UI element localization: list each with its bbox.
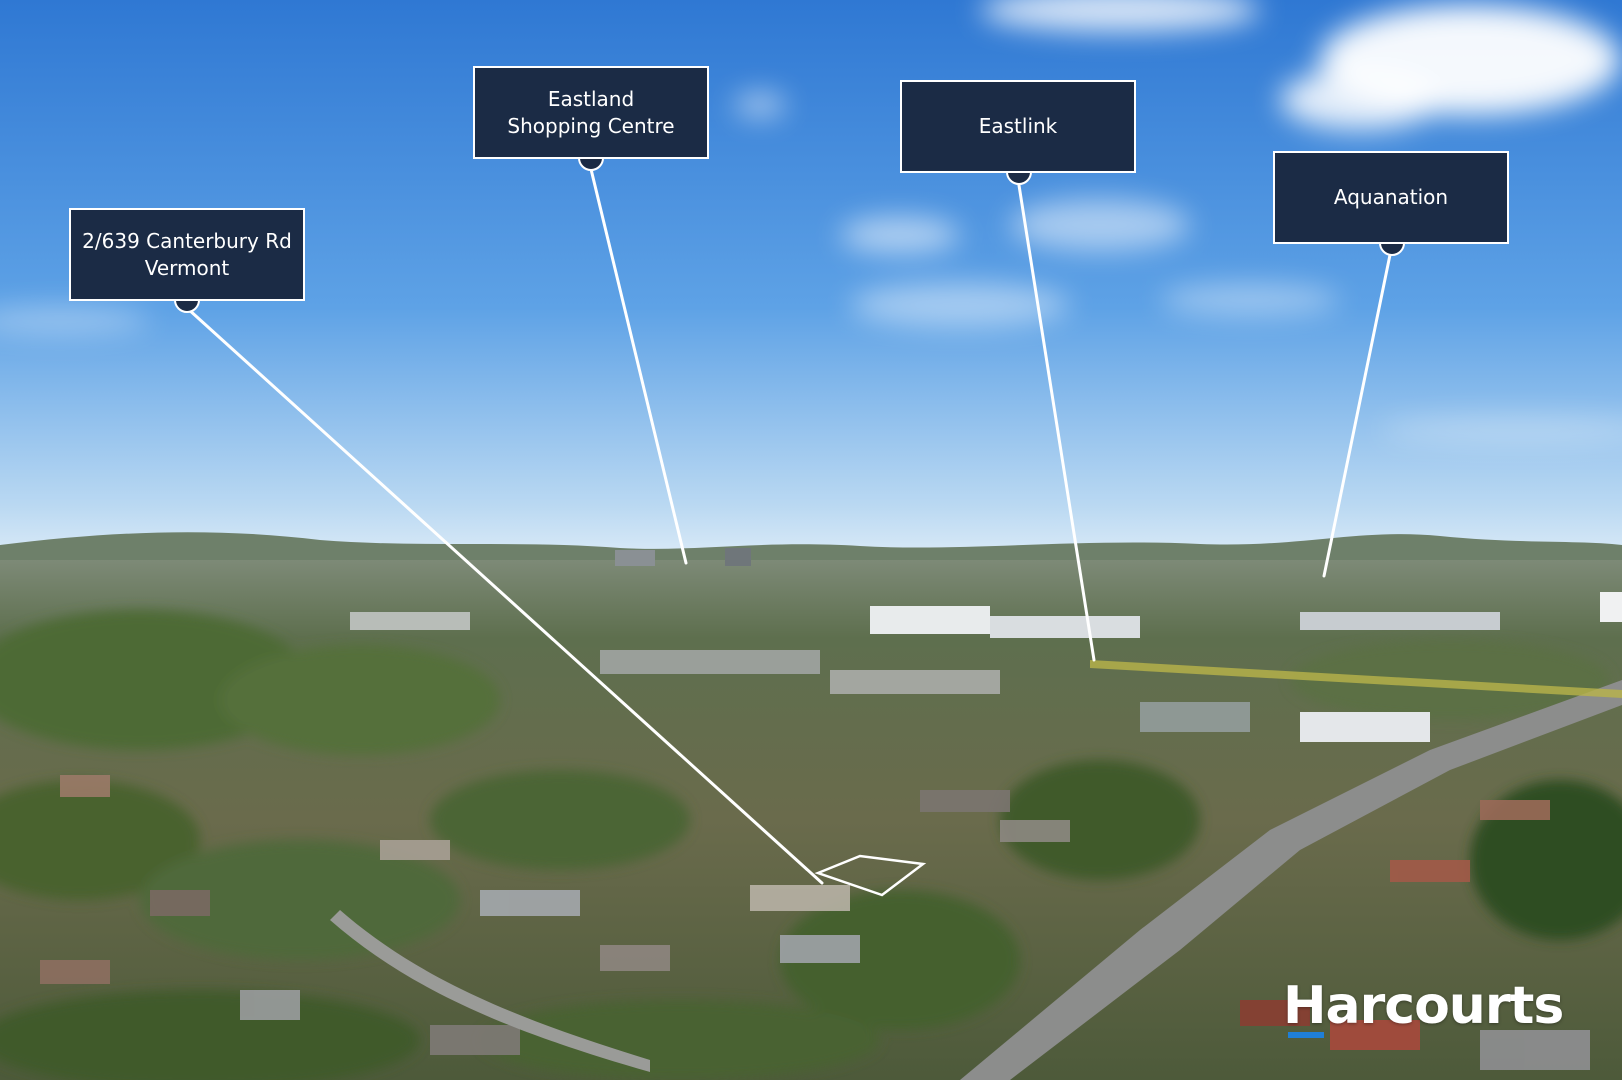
tree-canopy: [0, 610, 1622, 1080]
property-boundary: [814, 854, 927, 897]
leader-lines: [185, 163, 1393, 885]
anchor-dots: [173, 157, 1406, 313]
buildings: [350, 548, 1622, 742]
houses: [40, 775, 1590, 1070]
location-label-eastland: Eastland Shopping Centre: [473, 66, 709, 159]
harcourts-logo-accent: [1288, 1032, 1324, 1038]
location-label-aquanation: Aquanation: [1273, 151, 1509, 244]
harcourts-logo: Harcourts: [1283, 976, 1564, 1036]
location-label-eastlink: Eastlink: [900, 80, 1136, 173]
location-label-property: 2/639 Canterbury Rd Vermont: [69, 208, 305, 301]
roads: [330, 660, 1622, 1080]
clouds: [0, 0, 1622, 444]
